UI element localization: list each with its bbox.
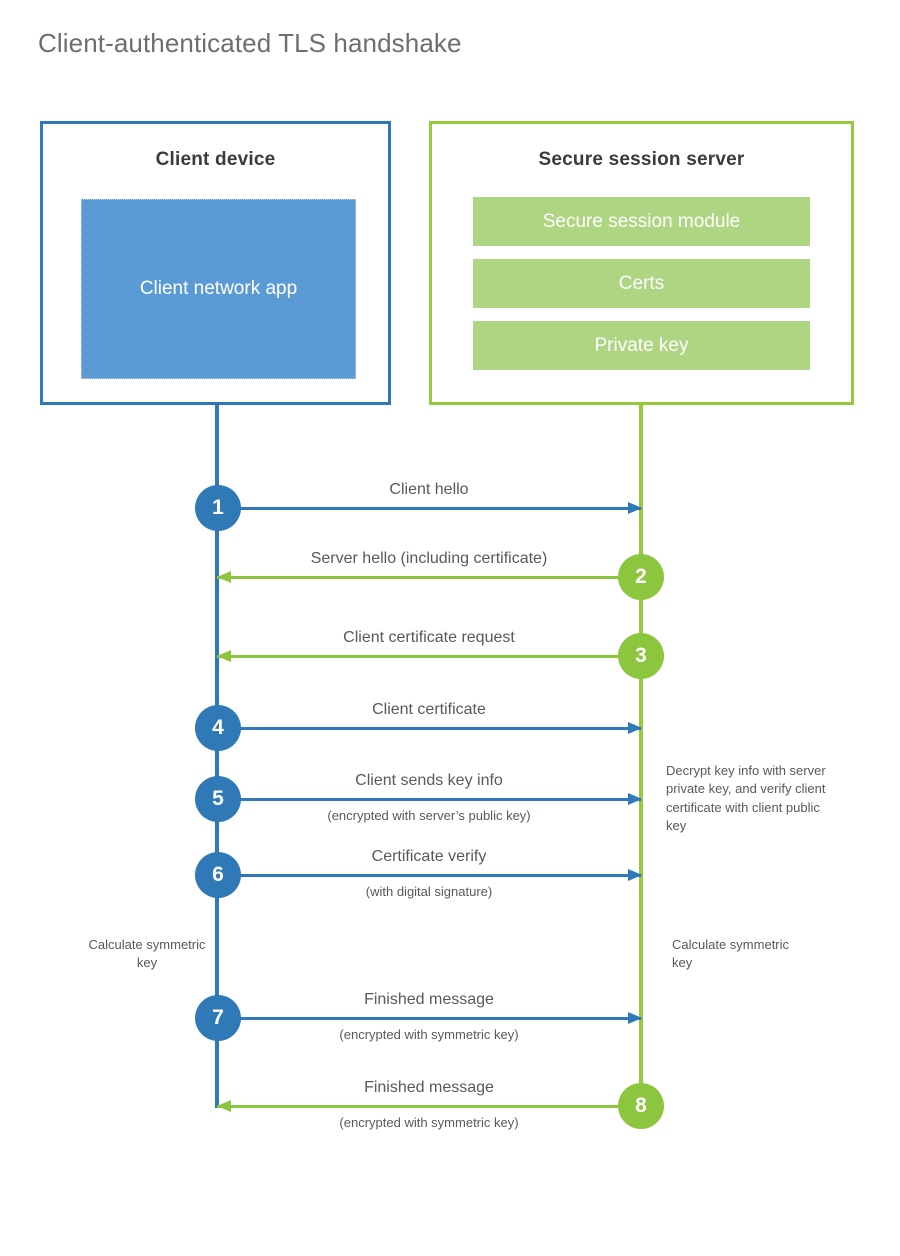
- message-label: Client certificate: [372, 701, 486, 718]
- client-network-app-block: Client network app: [81, 199, 356, 379]
- message-arrow-line: [217, 1105, 641, 1108]
- arrowhead-left-icon: [217, 571, 231, 583]
- client-lifeline: [215, 405, 219, 1108]
- message-arrow-line: [217, 576, 641, 579]
- message-sublabel: (with digital signature): [365, 884, 493, 899]
- message-label: Finished message: [364, 991, 494, 1008]
- client-device-title: Client device: [155, 149, 276, 170]
- step-number-circle-3: 3: [618, 633, 664, 679]
- message-label: Finished message: [364, 1079, 494, 1096]
- server-module-certs: Certs: [473, 259, 810, 308]
- arrowhead-right-icon: [628, 869, 642, 881]
- message-arrow-line: [217, 798, 641, 801]
- step-number-circle-5: 5: [195, 776, 241, 822]
- message-sublabel: (encrypted with symmetric key): [339, 1027, 519, 1042]
- message-label: Client sends key info: [355, 772, 503, 789]
- note-server-calculate-symmetric-key: Calculate symmetric key: [672, 937, 790, 971]
- server-lifeline: [639, 405, 643, 1108]
- message-arrow-line: [217, 507, 641, 510]
- message-arrow-line: [217, 655, 641, 658]
- secure-session-server-title: Secure session server: [538, 149, 745, 170]
- server-module-secure-session-module: Secure session module: [473, 197, 810, 246]
- message-label: Server hello (including certificate): [310, 550, 548, 567]
- page-title: Client-authenticated TLS handshake: [38, 28, 462, 58]
- arrowhead-left-icon: [217, 650, 231, 662]
- step-number-circle-6: 6: [195, 852, 241, 898]
- message-arrow-line: [217, 727, 641, 730]
- message-sublabel: (encrypted with symmetric key): [339, 1115, 519, 1130]
- arrowhead-right-icon: [628, 793, 642, 805]
- step-number-circle-8: 8: [618, 1083, 664, 1129]
- arrowhead-right-icon: [628, 1012, 642, 1024]
- message-label: Certificate verify: [371, 848, 487, 865]
- message-arrow-line: [217, 1017, 641, 1020]
- server-module-private-key: Private key: [473, 321, 810, 370]
- message-label: Client certificate request: [343, 629, 515, 646]
- server-module-list: Secure session module Certs Private key: [473, 197, 810, 383]
- message-sublabel: (encrypted with server’s public key): [327, 808, 531, 823]
- note-server-decrypt-key-info: Decrypt key info with server private key…: [666, 763, 826, 834]
- arrowhead-right-icon: [628, 502, 642, 514]
- step-number-circle-4: 4: [195, 705, 241, 751]
- arrowhead-left-icon: [217, 1100, 231, 1112]
- client-device-box: Client device Client network app: [40, 121, 391, 405]
- step-number-circle-7: 7: [195, 995, 241, 1041]
- step-number-circle-1: 1: [195, 485, 241, 531]
- step-number-circle-2: 2: [618, 554, 664, 600]
- message-label: Client hello: [389, 481, 469, 498]
- note-client-calculate-symmetric-key: Calculate symmetric key: [88, 937, 206, 971]
- secure-session-server-box: Secure session server Secure session mod…: [429, 121, 854, 405]
- message-arrow-line: [217, 874, 641, 877]
- arrowhead-right-icon: [628, 722, 642, 734]
